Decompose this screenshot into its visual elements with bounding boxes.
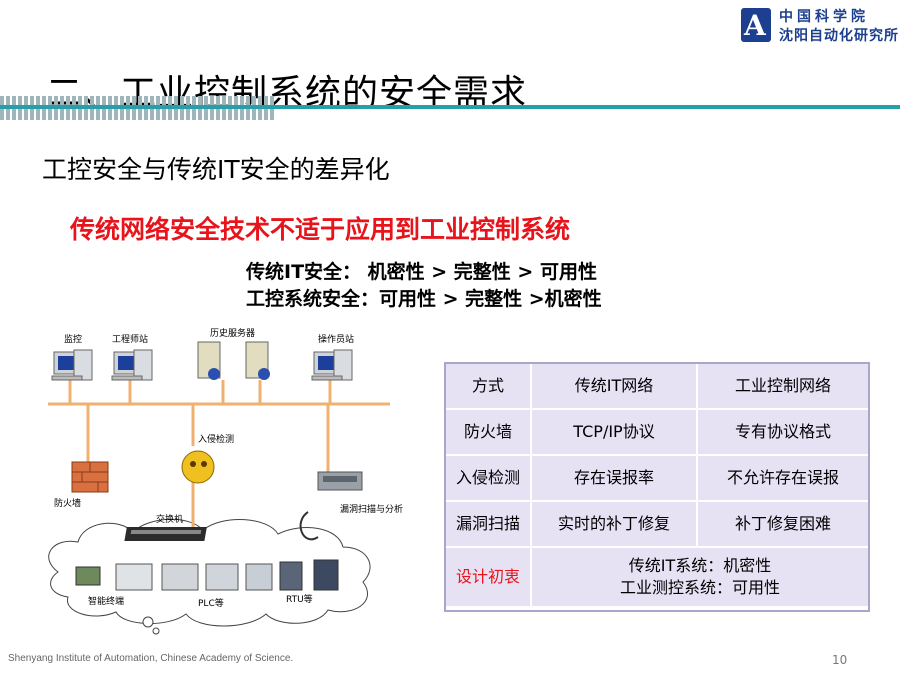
label-switch: 交换机 bbox=[156, 513, 183, 525]
header-decoration bbox=[0, 96, 276, 120]
label-firewall: 防火墙 bbox=[54, 497, 81, 509]
intrusion-detection-icon bbox=[181, 450, 215, 484]
label-rtu: RTU等 bbox=[286, 593, 313, 605]
institute-logo: A 中国科学院 沈阳自动化研究所 bbox=[741, 6, 898, 46]
section-subtitle: 工控安全与传统IT安全的差异化 bbox=[42, 155, 390, 184]
logo-mark-icon: A bbox=[741, 8, 771, 42]
table-header: 方式 bbox=[446, 364, 532, 410]
page-number: 10 bbox=[832, 653, 848, 667]
ics-security-priority: 工控系统安全：可用性 > 完整性 >机密性 bbox=[246, 288, 602, 310]
label-smart-terminal: 智能终端 bbox=[88, 595, 124, 607]
operator-station-icon bbox=[311, 349, 353, 381]
history-server-icon bbox=[197, 341, 270, 380]
table-cell: 漏洞扫描 bbox=[446, 502, 532, 548]
network-diagram: 监控 工程师站 历史服务器 操作员站 入侵检测 防火墙 交换机 漏洞扫描与分析 … bbox=[48, 327, 403, 635]
label-history: 历史服务器 bbox=[210, 327, 255, 339]
table-cell: 防火墙 bbox=[446, 410, 532, 456]
vulnerability-scanner-icon bbox=[317, 471, 363, 491]
plc-icon bbox=[115, 563, 273, 591]
firewall-icon bbox=[71, 461, 109, 493]
engineer-station-icon bbox=[111, 349, 153, 381]
design-intent-cell: 传统IT系统：机密性 工业测控系统：可用性 bbox=[532, 548, 868, 606]
footer-text: Shenyang Institute of Automation, Chines… bbox=[8, 653, 294, 664]
it-security-priority: 传统IT安全： 机密性 > 完整性 > 可用性 bbox=[246, 261, 597, 283]
monitor-computer-icon bbox=[51, 349, 93, 381]
design-intent-label: 设计初衷 bbox=[446, 548, 532, 606]
switch-icon bbox=[124, 527, 207, 541]
table-cell: 存在误报率 bbox=[532, 456, 698, 502]
table-header: 传统IT网络 bbox=[532, 364, 698, 410]
table-cell: 专有协议格式 bbox=[698, 410, 868, 456]
table-header: 工业控制网络 bbox=[698, 364, 868, 410]
label-monitor: 监控 bbox=[64, 333, 82, 345]
comparison-table: 方式 传统IT网络 工业控制网络 防火墙 TCP/IP协议 专有协议格式 入侵检… bbox=[444, 362, 870, 612]
label-ids: 入侵检测 bbox=[198, 433, 234, 445]
table-cell: 实时的补丁修复 bbox=[532, 502, 698, 548]
logo-line-1: 中国科学院 bbox=[779, 9, 869, 25]
label-scanner: 漏洞扫描与分析 bbox=[340, 503, 403, 515]
label-engineer: 工程师站 bbox=[112, 333, 148, 345]
smart-terminal-icon bbox=[75, 566, 101, 586]
key-statement: 传统网络安全技术不适于应用到工业控制系统 bbox=[70, 215, 571, 244]
table-cell: TCP/IP协议 bbox=[532, 410, 698, 456]
design-intent-it: 传统IT系统：机密性 bbox=[628, 556, 772, 575]
logo-line-2: 沈阳自动化研究所 bbox=[779, 28, 899, 44]
table-cell: 不允许存在误报 bbox=[698, 456, 868, 502]
design-intent-ics: 工业测控系统：可用性 bbox=[619, 578, 780, 597]
rtu-icon bbox=[279, 559, 339, 591]
label-plc: PLC等 bbox=[198, 597, 224, 609]
table-cell: 入侵检测 bbox=[446, 456, 532, 502]
header-rule bbox=[276, 105, 900, 109]
table-cell: 补丁修复困难 bbox=[698, 502, 868, 548]
label-operator: 操作员站 bbox=[318, 333, 354, 345]
